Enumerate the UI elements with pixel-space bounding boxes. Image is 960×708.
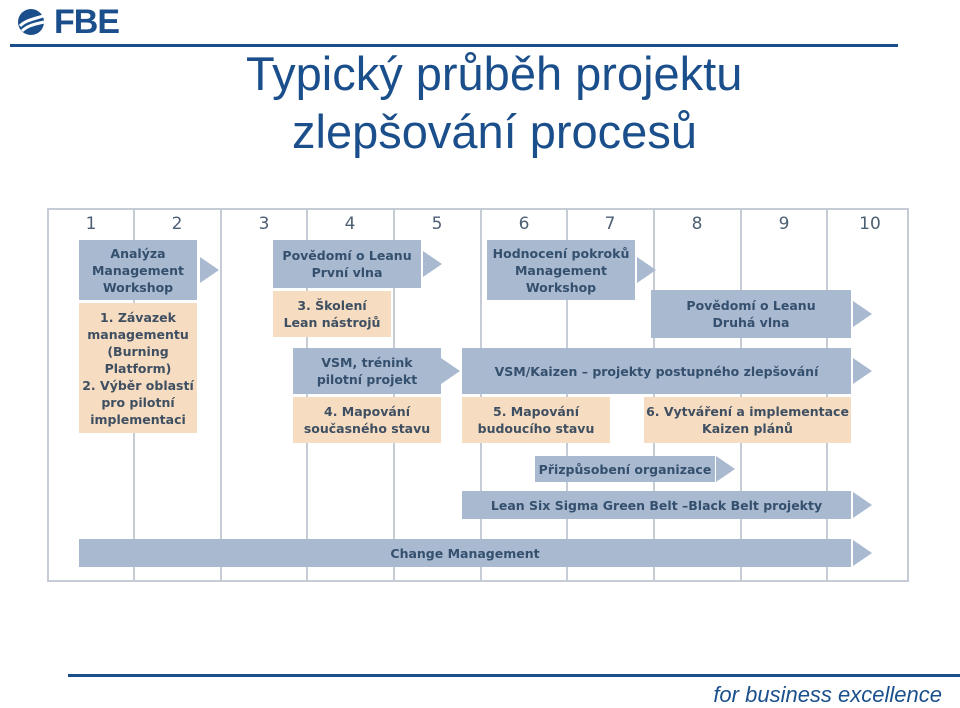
page-title-line1: Typický průběh projektu (246, 47, 743, 100)
povedomi-prvni-box: Povědomí o Leanu První vlna (273, 240, 421, 288)
arrow-icon (423, 251, 442, 277)
column-number: 4 (344, 214, 356, 234)
column-divider (220, 208, 222, 582)
column-number: 8 (691, 214, 703, 234)
logo-text: FBE (54, 3, 120, 41)
arrow-icon (637, 257, 656, 283)
column-divider (653, 208, 655, 582)
arrow-icon (200, 257, 219, 283)
vsm-trenink-box: VSM, trénink pilotní projekt (293, 348, 441, 394)
column-number: 3 (258, 214, 270, 234)
column-divider (480, 208, 482, 582)
arrow-icon (853, 492, 872, 518)
column-divider (566, 208, 568, 582)
mapovani-budouci-box: 5. Mapování budoucího stavu (462, 397, 610, 443)
arrow-icon (853, 301, 872, 327)
column-number: 5 (431, 214, 443, 234)
column-divider (740, 208, 742, 582)
column-divider (826, 208, 828, 582)
analyza-workshop-box: Analýza Management Workshop (79, 240, 197, 300)
column-number: 6 (518, 214, 530, 234)
prizpusobeni-box: Přizpůsobení organizace (535, 456, 715, 482)
header-rule (10, 44, 898, 47)
globe-icon (18, 9, 45, 35)
column-divider (306, 208, 308, 582)
arrow-icon (853, 358, 872, 384)
mapovani-soucasny-box: 4. Mapování současného stavu (293, 397, 441, 443)
fbe-logo: FBE (14, 3, 134, 41)
column-divider (393, 208, 395, 582)
arrow-icon (441, 358, 460, 384)
skoleni-box: 3. Školení Lean nástrojů (273, 291, 391, 337)
six-sigma-box: Lean Six Sigma Green Belt –Black Belt pr… (462, 491, 851, 519)
column-number: 10 (859, 214, 881, 234)
povedomi-druha-box: Povědomí o Leanu Druhá vlna (651, 290, 851, 338)
column-number: 2 (171, 214, 183, 234)
arrow-icon (716, 456, 735, 482)
change-management-box: Change Management (79, 539, 851, 567)
column-number: 7 (604, 214, 616, 234)
footer-tagline: for business excellence (713, 682, 942, 707)
page-title-line2: zlepšování procesů (292, 105, 697, 158)
vytvareni-box: 6. Vytváření a implementace Kaizen plánů (644, 397, 851, 443)
column-number: 9 (778, 214, 790, 234)
vsm-kaizen-box: VSM/Kaizen – projekty postupného zlepšov… (462, 348, 851, 394)
hodnoceni-box: Hodnocení pokroků Management Workshop (487, 240, 635, 300)
arrow-icon (853, 540, 872, 566)
zavazek-box: 1. Závazek managementu (Burning Platform… (79, 303, 197, 433)
column-number: 1 (85, 214, 97, 234)
footer-rule (68, 674, 960, 677)
